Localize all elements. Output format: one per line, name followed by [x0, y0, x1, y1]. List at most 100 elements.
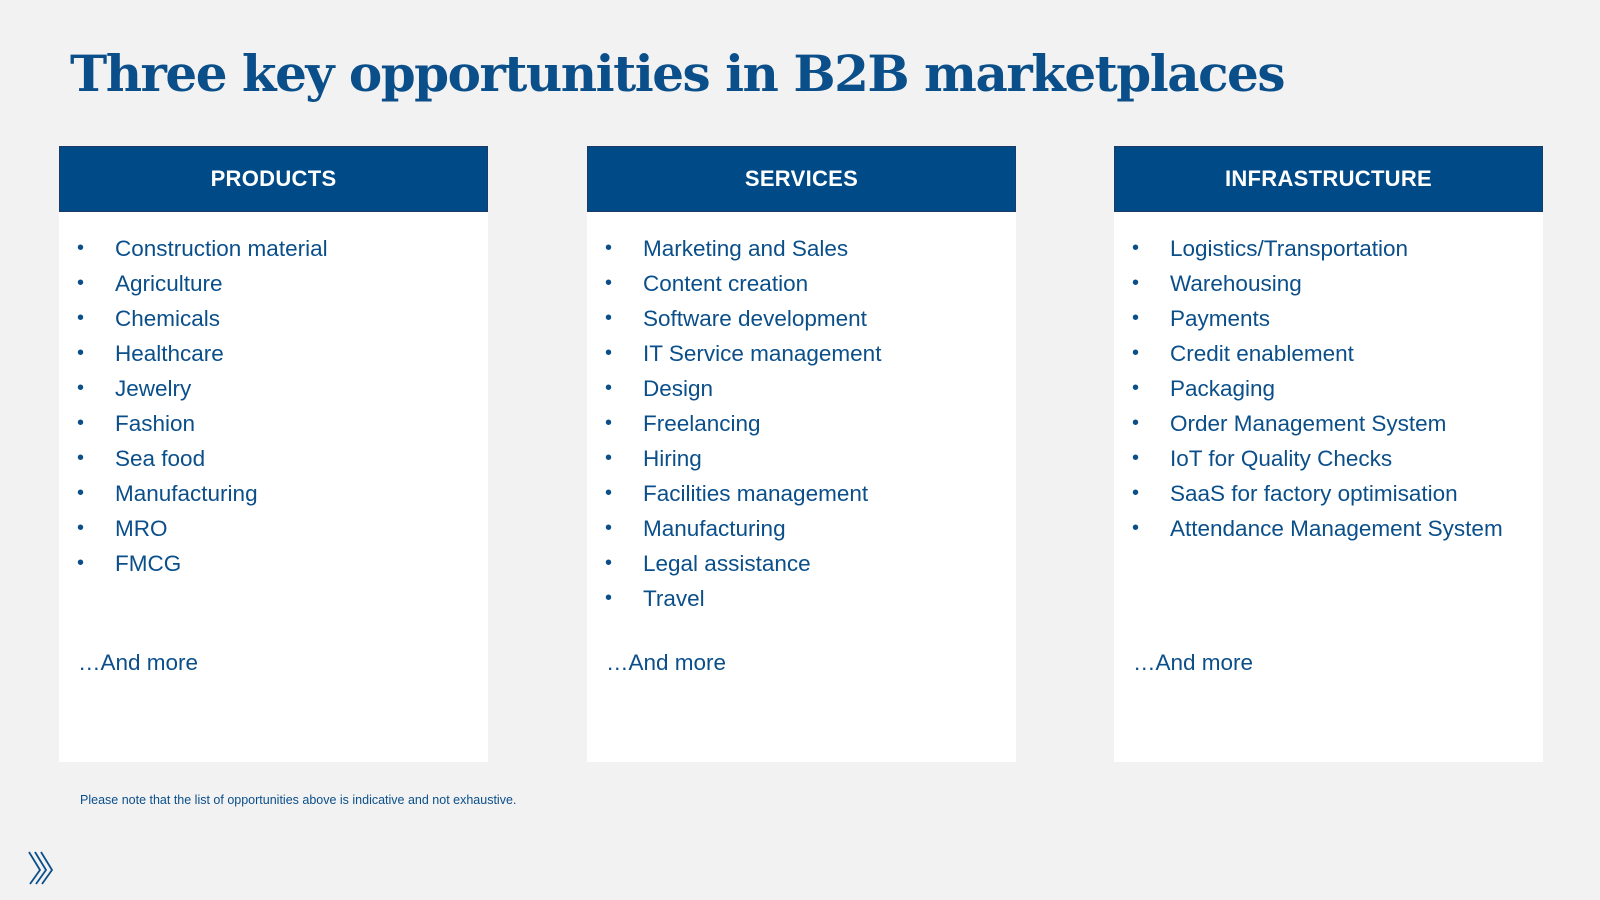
- list-item-label: Design: [643, 376, 714, 401]
- list-item-label: Logistics/Transportation: [1170, 236, 1409, 261]
- list-item-label: IT Service management: [643, 341, 882, 366]
- bullet-icon: •: [77, 447, 85, 469]
- column-header-services: SERVICES: [587, 146, 1016, 212]
- bullet-icon: •: [605, 342, 613, 364]
- bullet-icon: •: [77, 552, 85, 574]
- and-more-infrastructure: …And more: [1133, 650, 1254, 675]
- page-title: Three key opportunities in B2B marketpla…: [70, 44, 1286, 103]
- list-item-label: Facilities management: [643, 481, 869, 506]
- list-item: • Travel: [605, 581, 1016, 616]
- list-item-label: Sea food: [115, 446, 206, 471]
- list-item: • Logistics/Transportation: [1132, 231, 1543, 266]
- list-item: • Facilities management: [605, 476, 1016, 511]
- bullet-icon: •: [77, 412, 85, 434]
- list-item: • IoT for Quality Checks: [1132, 441, 1543, 476]
- list-item-label: Order Management System: [1170, 411, 1447, 436]
- list-item: • Agriculture: [77, 266, 488, 301]
- list-item: • Sea food: [77, 441, 488, 476]
- slash-logo-icon: [28, 851, 54, 885]
- list-item-label: Manufacturing: [115, 481, 258, 506]
- bullet-icon: •: [605, 272, 613, 294]
- list-item: • Healthcare: [77, 336, 488, 371]
- bullet-icon: •: [1132, 237, 1140, 259]
- bullet-icon: •: [605, 587, 613, 609]
- list-item-label: Chemicals: [115, 306, 221, 331]
- list-item-label: Payments: [1170, 306, 1271, 331]
- bullet-icon: •: [77, 342, 85, 364]
- bullet-icon: •: [605, 447, 613, 469]
- and-more-services: …And more: [606, 650, 727, 675]
- list-item-label: IoT for Quality Checks: [1170, 446, 1393, 471]
- list-item-label: Healthcare: [115, 341, 224, 366]
- list-item-label: Legal assistance: [643, 551, 811, 576]
- list-item: • Chemicals: [77, 301, 488, 336]
- bullet-icon: •: [77, 377, 85, 399]
- list-item-label: Attendance Management System: [1170, 516, 1503, 541]
- list-item-label: Warehousing: [1170, 271, 1302, 296]
- list-item: • Fashion: [77, 406, 488, 441]
- list-item: • Credit enablement: [1132, 336, 1543, 371]
- bullet-icon: •: [1132, 412, 1140, 434]
- list-item-label: Travel: [643, 586, 705, 611]
- bullet-icon: •: [77, 272, 85, 294]
- column-header-infrastructure: INFRASTRUCTURE: [1114, 146, 1543, 212]
- bullet-icon: •: [1132, 272, 1140, 294]
- list-item-label: Packaging: [1170, 376, 1276, 401]
- list-item: • Freelancing: [605, 406, 1016, 441]
- bullet-icon: •: [1132, 342, 1140, 364]
- and-more-products: …And more: [78, 650, 199, 675]
- list-item: • Attendance Management System: [1132, 511, 1543, 546]
- bullet-icon: •: [77, 482, 85, 504]
- bullet-icon: •: [1132, 377, 1140, 399]
- list-item-label: Jewelry: [115, 376, 192, 401]
- list-item: • Software development: [605, 301, 1016, 336]
- infrastructure-list: • Logistics/Transportation • Warehousing • Pa…: [1114, 212, 1543, 546]
- list-item: • Packaging: [1132, 371, 1543, 406]
- list-item-label: Marketing and Sales: [643, 236, 849, 261]
- list-item: • Construction material: [77, 231, 488, 266]
- list-item-label: FMCG: [115, 551, 182, 576]
- list-item-label: Construction material: [115, 236, 328, 261]
- bullet-icon: •: [1132, 482, 1140, 504]
- list-item: • Manufacturing: [77, 476, 488, 511]
- list-item-label: Software development: [643, 306, 867, 331]
- list-item-label: Fashion: [115, 411, 196, 436]
- bullet-icon: •: [77, 307, 85, 329]
- bullet-icon: •: [1132, 447, 1140, 469]
- bullet-icon: •: [605, 307, 613, 329]
- list-item-label: Freelancing: [643, 411, 761, 436]
- list-item-label: Manufacturing: [643, 516, 786, 541]
- list-item: • Legal assistance: [605, 546, 1016, 581]
- footnote: Please note that the list of opportuniti…: [80, 793, 517, 807]
- bullet-icon: •: [605, 517, 613, 539]
- list-item: • IT Service management: [605, 336, 1016, 371]
- bullet-icon: •: [77, 237, 85, 259]
- list-item: • Marketing and Sales: [605, 231, 1016, 266]
- list-item: • Warehousing: [1132, 266, 1543, 301]
- list-item: • FMCG: [77, 546, 488, 581]
- list-item: •SaaS for factory optimisation: [1132, 476, 1543, 511]
- list-item-label: Credit enablement: [1170, 341, 1354, 366]
- list-item-label: Agriculture: [115, 271, 223, 296]
- list-item: •MRO: [77, 511, 488, 546]
- list-item: • Payments: [1132, 301, 1543, 336]
- bullet-icon: •: [1132, 517, 1140, 539]
- bullet-icon: •: [77, 517, 85, 539]
- list-item: • Hiring: [605, 441, 1016, 476]
- bullet-icon: •: [1132, 307, 1140, 329]
- list-item: • Design: [605, 371, 1016, 406]
- list-item: •Content creation: [605, 266, 1016, 301]
- bullet-icon: •: [605, 237, 613, 259]
- opportunity-columns: PRODUCTS •Construction material•Agricult…: [0, 146, 1600, 762]
- bullet-icon: •: [605, 482, 613, 504]
- column-services: SERVICES • Marketing and Sales •Content cr…: [587, 146, 1016, 762]
- products-list: • Construction material • Agriculture • Chemi…: [59, 212, 488, 581]
- bullet-icon: •: [605, 552, 613, 574]
- column-infrastructure: INFRASTRUCTURE • Logistics/Transportation…: [1114, 146, 1543, 762]
- list-item-label: Hiring: [643, 446, 702, 471]
- bullet-icon: •: [605, 412, 613, 434]
- list-item: • Manufacturing: [605, 511, 1016, 546]
- list-item: • Jewelry: [77, 371, 488, 406]
- column-products: PRODUCTS •Construction material•Agricult…: [59, 146, 488, 762]
- bullet-icon: •: [605, 377, 613, 399]
